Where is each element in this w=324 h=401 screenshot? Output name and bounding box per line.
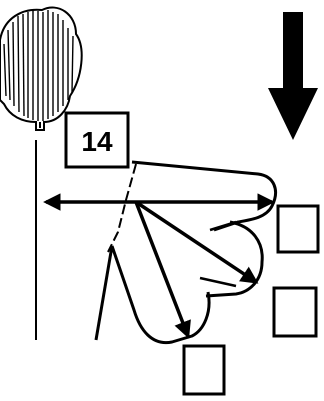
step-label: 14	[66, 113, 128, 167]
step-label-text: 14	[81, 126, 113, 157]
answer-box-2[interactable]	[274, 288, 316, 336]
dashed-guide	[108, 164, 136, 252]
answer-box-1[interactable]	[278, 206, 318, 252]
down-arrow-icon	[268, 12, 318, 140]
inner-stroke-a	[200, 278, 236, 286]
arrow-to-bottom	[136, 202, 188, 336]
arrow-to-lower-right	[136, 202, 256, 282]
inner-stroke-b	[210, 222, 236, 230]
motion-outline	[96, 162, 276, 343]
answer-box-3[interactable]	[184, 346, 224, 394]
